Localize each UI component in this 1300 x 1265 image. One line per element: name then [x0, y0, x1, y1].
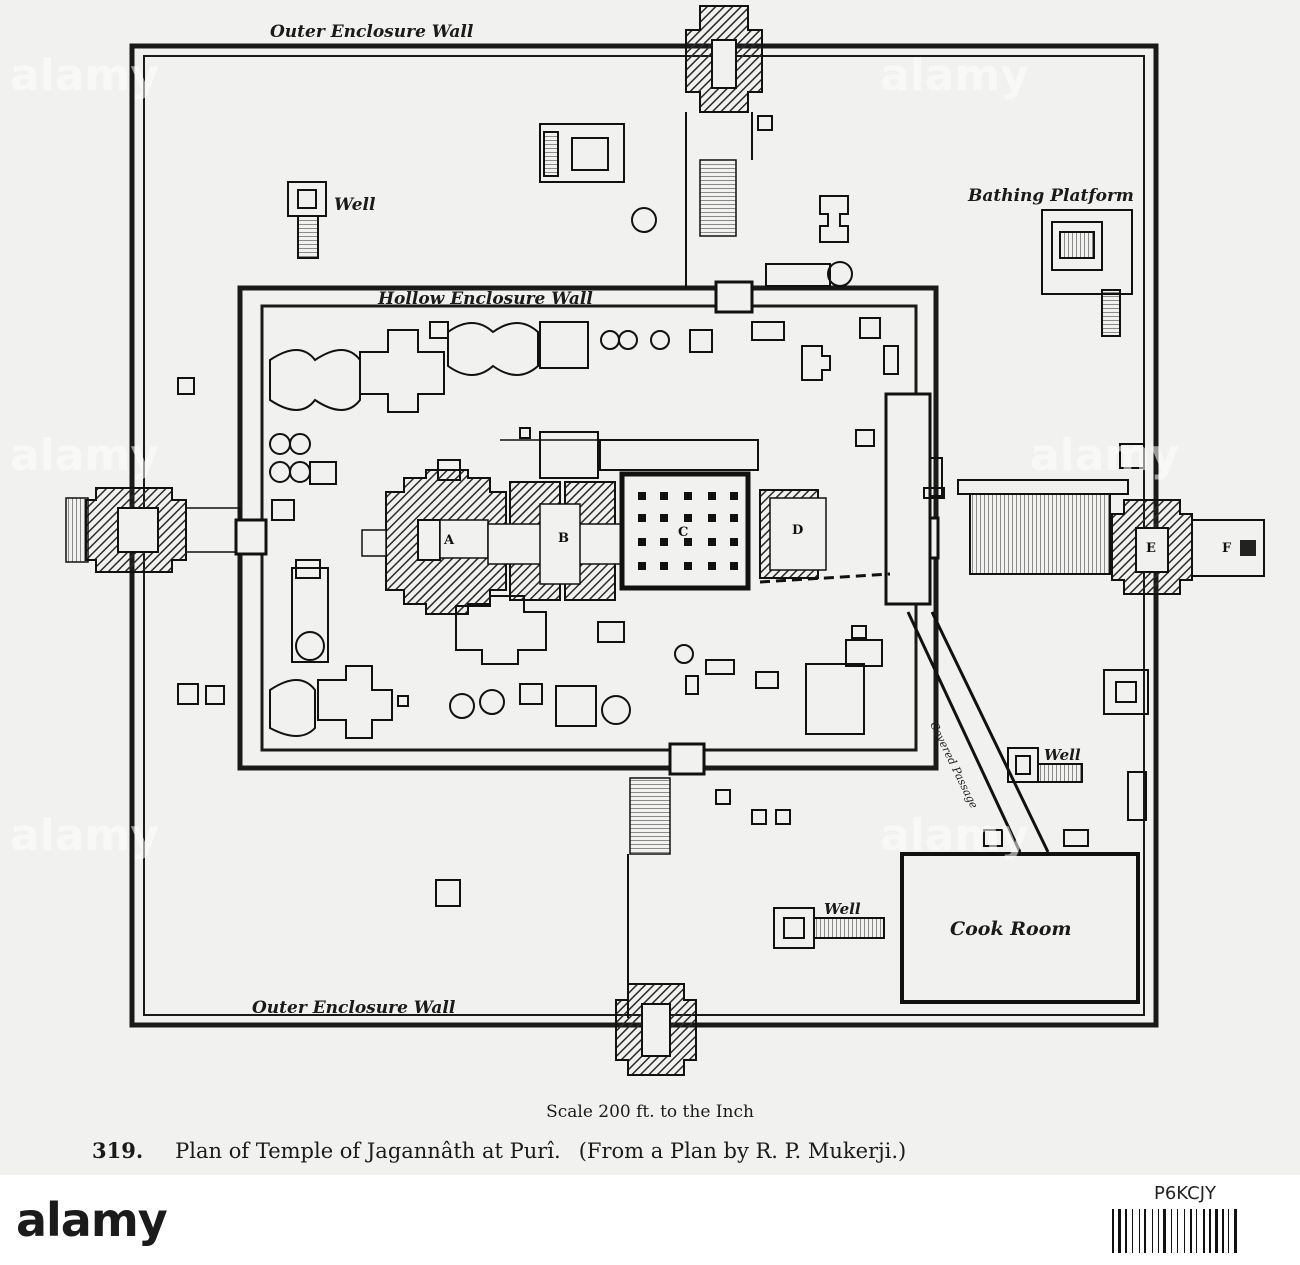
stock-image-id: P6KCJY — [1154, 1183, 1216, 1204]
pillar — [708, 492, 716, 500]
pillar — [708, 514, 716, 522]
pillar — [638, 514, 646, 522]
north-steps — [699, 159, 737, 237]
barcode-bar — [1152, 1209, 1153, 1253]
watermark-5: alamy — [10, 810, 159, 861]
east-tank — [969, 493, 1111, 575]
label-well-s: Well — [824, 900, 861, 918]
well-se-structure — [1007, 747, 1083, 783]
label-bathing-platform: Bathing Platform — [968, 186, 1134, 206]
south-steps — [629, 777, 671, 855]
scale-text: Scale 200 ft. to the Inch — [546, 1102, 754, 1122]
barcode-bar — [1112, 1209, 1114, 1253]
pillar — [708, 538, 716, 546]
pillar — [730, 514, 738, 522]
barcode-bar — [1158, 1209, 1159, 1253]
pillar — [730, 492, 738, 500]
pillar — [684, 492, 692, 500]
watermark-6: alamy — [880, 810, 1029, 861]
pillar — [730, 538, 738, 546]
letter-f: F — [1222, 541, 1232, 556]
label-outer-wall-bottom: Outer Enclosure Wall — [252, 998, 456, 1018]
hall-pillars — [638, 492, 738, 570]
plan-plate: Outer Enclosure Wall Outer Enclosure Wal… — [0, 0, 1300, 1175]
label-outer-wall-top: Outer Enclosure Wall — [270, 22, 474, 42]
pillar — [660, 492, 668, 500]
pillar — [708, 562, 716, 570]
label-hollow-wall: Hollow Enclosure Wall — [378, 289, 593, 309]
bathing-platform-structure — [1041, 209, 1133, 337]
barcode-bar — [1190, 1209, 1192, 1253]
covered-passage — [906, 611, 1050, 853]
barcode-bar — [1222, 1209, 1224, 1253]
barcode-bar — [1171, 1209, 1172, 1253]
well-s-structure — [773, 907, 885, 949]
north-gate — [685, 5, 763, 113]
temple-plan-drawing — [65, 5, 1265, 1076]
barcode-bar — [1196, 1209, 1197, 1253]
figure-source: (From a Plan by R. P. Mukerji.) — [578, 1139, 907, 1163]
main-sanctuary-a — [361, 469, 507, 615]
south-gate — [615, 983, 697, 1076]
figure-number: 319. — [92, 1138, 144, 1163]
watermark-2: alamy — [880, 50, 1029, 101]
barcode-bar — [1139, 1209, 1140, 1253]
label-cook-room: Cook Room — [950, 918, 1072, 940]
barcode-bar — [1234, 1209, 1237, 1253]
pillar — [660, 562, 668, 570]
pillar — [638, 538, 646, 546]
letter-e: E — [1146, 541, 1156, 556]
figure-caption: 319. Plan of Temple of Jagannâth at Purî.… — [92, 1138, 906, 1163]
stock-footer: alamy P6KCJY — [0, 1175, 1300, 1265]
barcode-bar — [1125, 1209, 1127, 1253]
pillar — [684, 562, 692, 570]
east-gate — [1111, 499, 1193, 595]
east-porch-f — [1191, 519, 1265, 577]
alamy-logo: alamy — [16, 1193, 168, 1247]
well-nw-structure — [287, 181, 327, 259]
watermark-3: alamy — [10, 430, 159, 481]
barcode-bar — [1184, 1209, 1185, 1253]
barcode-bar — [1228, 1209, 1229, 1253]
jagamohan-b — [487, 481, 629, 601]
letter-c: C — [678, 525, 689, 540]
figure-title: Plan of Temple of Jagannâth at Purî. — [175, 1139, 561, 1163]
barcode-bar — [1203, 1209, 1205, 1253]
watermark-1: alamy — [10, 50, 159, 101]
cook-room-building — [900, 852, 1140, 1004]
label-well-nw: Well — [334, 195, 376, 215]
barcode-bar — [1118, 1209, 1121, 1253]
letter-b: B — [558, 531, 569, 546]
barcode-bar — [1163, 1209, 1166, 1253]
barcode-bar — [1215, 1209, 1218, 1253]
barcode-bar — [1132, 1209, 1133, 1253]
label-well-se: Well — [1044, 746, 1081, 764]
pillar — [660, 538, 668, 546]
barcode-bar — [1209, 1209, 1211, 1253]
pillar — [638, 562, 646, 570]
pillar — [730, 562, 738, 570]
pillar — [638, 492, 646, 500]
west-gate — [85, 487, 187, 573]
watermark-4: alamy — [1030, 430, 1179, 481]
letter-d: D — [792, 523, 804, 538]
pillar — [684, 538, 692, 546]
pillar — [684, 514, 692, 522]
barcode-icon — [1112, 1209, 1237, 1253]
barcode-bar — [1177, 1209, 1178, 1253]
pillar — [660, 514, 668, 522]
letter-a: A — [444, 533, 455, 548]
barcode-bar — [1144, 1209, 1146, 1253]
hall-d — [759, 489, 827, 579]
